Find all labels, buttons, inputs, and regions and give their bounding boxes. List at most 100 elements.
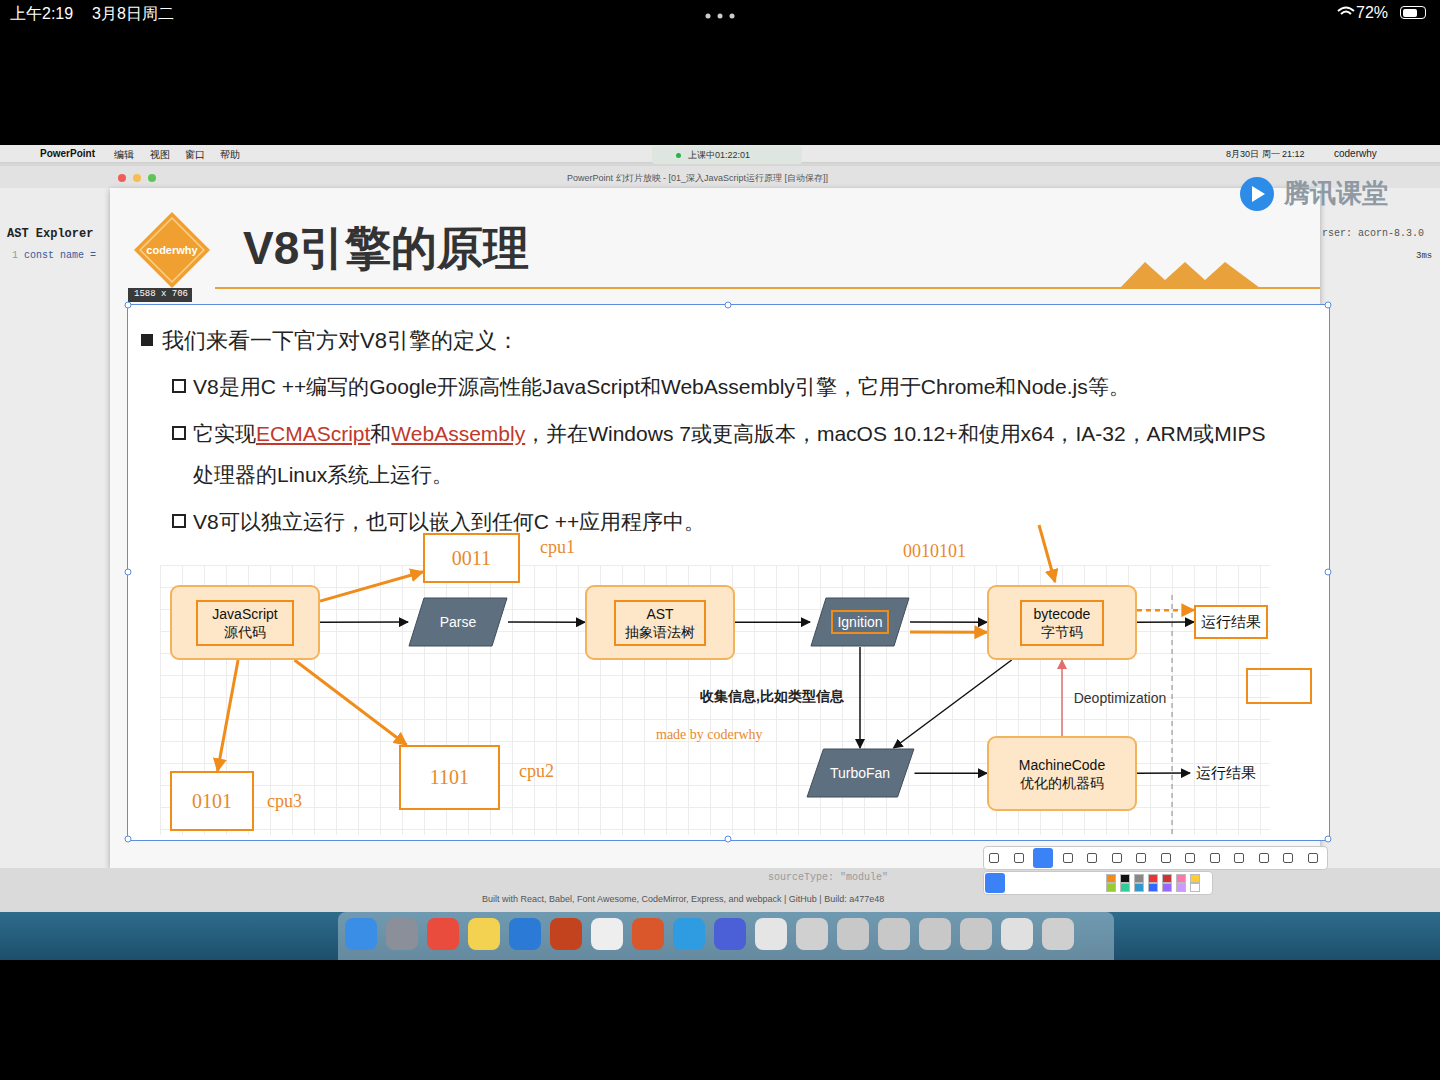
node-text-wrap: TurboFan [826,763,894,783]
screen-text: const name = [24,250,96,261]
screen-text: PowerPoint [40,148,95,159]
node-label: 运行结果 [1201,613,1261,630]
dock-icon [386,918,418,950]
node-text-wrap: 运行结果 [1201,613,1261,632]
dock-icon [673,918,705,950]
annotation-text: 0010101 [903,541,966,562]
edge-label: Deoptimization [1074,690,1167,706]
toolbar-icon [1014,853,1024,863]
bullet-square [172,379,186,393]
annotation-arrow [1039,525,1055,582]
dock-icon [345,918,377,950]
dock-icon [1042,918,1074,950]
palette-swatch [1190,883,1200,892]
palette-swatch [1162,883,1172,892]
toolbar-icon [1161,853,1171,863]
screen-text: 72% [1356,4,1388,22]
node-text-wrap: 运行结果 [1196,764,1256,783]
toolbar-active [1033,848,1053,868]
annotation-text: made by coderwhy [656,727,763,743]
toolbar-icon [989,853,999,863]
parallelogram-outline [807,749,914,797]
screen-text: 1 [12,250,18,261]
toolbar-icon [1063,853,1073,863]
bullet-square [172,426,186,440]
node-text-wrap: 0101 [192,790,232,813]
palette-swatch [1120,874,1130,883]
node-text-wrap: JavaScript 源代码 [196,600,294,646]
toolbar-icon [1210,853,1220,863]
palette-swatch [1190,874,1200,883]
dock-icon [632,918,664,950]
node-label: 运行结果 [1196,764,1256,781]
screen-text: 上课中01:22:01 [688,149,750,162]
node-label: coderwhy [146,244,197,256]
screen-text: PowerPoint 幻灯片放映 - [01_深入JavaScript运行原理 … [567,172,828,185]
connector [894,660,1012,748]
screen-text: sourceType: "module" [768,872,888,883]
bullet-text: 和 [370,422,391,445]
header-mountains [1120,262,1260,288]
spec-link: ECMAScript [256,422,370,445]
palette-swatch [1120,883,1130,892]
traffic-green [148,174,156,182]
screen-text: 编辑 [114,148,134,162]
node-label: bytecode 字节码 [1034,606,1091,640]
node-label: 0011 [452,547,491,569]
battery [1400,6,1426,19]
palette-swatch [1106,874,1116,883]
palette-swatch [1148,883,1158,892]
dock-icon [919,918,951,950]
node-label: 0101 [192,790,232,812]
screen-text: Built with React, Babel, Font Awesome, C… [482,894,884,904]
connector [1061,660,1063,736]
palette-swatch [1148,874,1158,883]
node-label: TurboFan [830,765,890,781]
dock-icon [837,918,869,950]
annotation-box: 0101 [170,771,254,831]
left-browser-panel [0,188,110,868]
node-text-wrap: AST 抽象语法树 [614,600,706,646]
connector [508,621,585,623]
toolbar-icon [1283,853,1293,863]
logo-diamond-inner [140,218,204,282]
toolbar-icon [1259,853,1269,863]
multitask-dot [706,14,711,19]
node-text-wrap: coderwhy [146,244,197,256]
connector [218,660,239,771]
screen-text: 1588 x 706 [134,289,188,299]
spec-link: WebAssembly [391,422,525,445]
palette-swatch [1106,883,1116,892]
annotation-box: 0011 [423,533,520,583]
process-box: MachineCode 优化的机器码 [987,736,1137,811]
bullet-text: 我们来看一下官方对V8引擎的定义： [162,326,519,356]
node-label: MachineCode 优化的机器码 [1019,757,1105,791]
screen-text: 3月8日周二 [92,4,174,25]
node-text-wrap: bytecode 字节码 [1020,600,1104,646]
connector [1137,621,1194,623]
palette-swatch [1176,874,1186,883]
dock-icon [796,918,828,950]
node-text-wrap: MachineCode 优化的机器码 [1008,753,1116,795]
connector [1137,772,1190,774]
screen-text: rser: acorn-8.3.0 [1322,228,1424,239]
node-label: JavaScript 源代码 [212,606,277,640]
connector [859,647,861,748]
annotation-text: cpu2 [519,761,554,782]
dock-icon [1001,918,1033,950]
process-parallelogram: TurboFan [806,748,915,798]
connector [320,572,423,601]
result-text: 运行结果 [1190,759,1262,788]
dock-icon [960,918,992,950]
selection-handles [125,302,1331,842]
connector [294,660,406,745]
process-box: JavaScript 源代码 [170,585,320,660]
palette-swatch [1176,883,1186,892]
parallelogram-outline [409,598,507,646]
bullet-text: V8可以独立运行，也可以嵌入到任何C ++应用程序中。 [193,508,705,536]
slide-title: V8引擎的原理 [243,218,529,280]
wifi-icon [1338,8,1354,15]
process-parallelogram: Parse [408,597,508,647]
node-label: Ignition [837,614,882,630]
annotation-box: 运行结果 [1194,605,1268,639]
